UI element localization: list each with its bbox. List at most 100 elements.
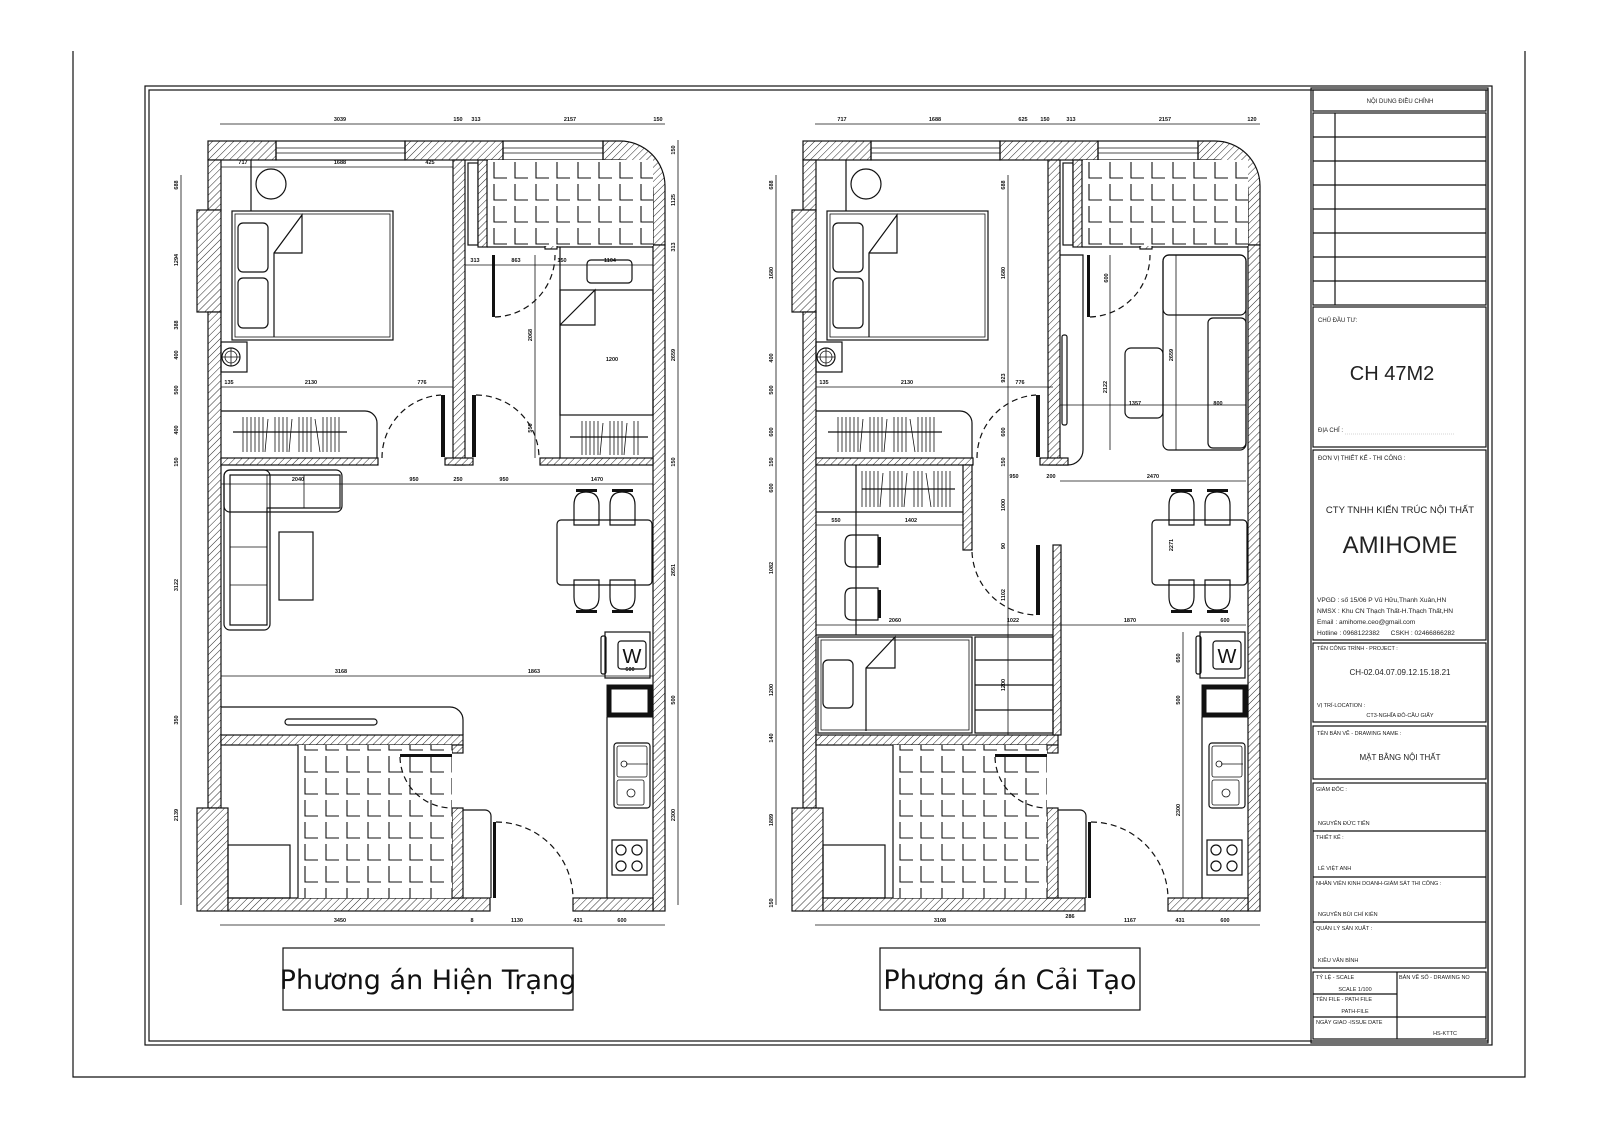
contact-address: VPGD : số 15/06 P Vũ Hữu,Thanh Xuân,HN bbox=[1317, 595, 1447, 604]
dimension-label: 1889 bbox=[769, 814, 775, 826]
shelving bbox=[974, 636, 1054, 734]
title-block: NỘI DUNG ĐIỀU CHỈNH CHỦ ĐẦU TƯ: CH 47M2 … bbox=[1310, 87, 1489, 1044]
bedroom-2-door[interactable] bbox=[472, 394, 540, 459]
dimension-label: 625 bbox=[1018, 117, 1027, 123]
dimension-label: 135 bbox=[224, 380, 233, 386]
new-bed bbox=[817, 635, 973, 734]
revision-table bbox=[1312, 112, 1487, 306]
dimension-label: 800 bbox=[1213, 401, 1222, 407]
balcony-door[interactable] bbox=[492, 254, 556, 318]
dimension-label: 2470 bbox=[1147, 474, 1159, 480]
appliance-label: W bbox=[1218, 646, 1237, 668]
dimension-label: 3450 bbox=[334, 918, 346, 924]
dimension-label: 135 bbox=[819, 380, 828, 386]
dimension-label: 150 bbox=[174, 457, 180, 466]
designer-role: THIẾT KẾ : bbox=[1316, 834, 1344, 841]
dimension-label: 1357 bbox=[1129, 401, 1141, 407]
dimension-label: 1102 bbox=[1001, 589, 1007, 601]
dimension-label: 1294 bbox=[174, 253, 180, 266]
dimension-label: 717 bbox=[837, 117, 846, 123]
balcony-door[interactable] bbox=[1087, 254, 1151, 318]
master-wardrobe bbox=[221, 410, 378, 458]
dimension-label: 550 bbox=[831, 518, 840, 524]
master-wardrobe bbox=[816, 410, 973, 458]
bedside-table bbox=[586, 259, 633, 284]
dimension-label: 500 bbox=[671, 695, 677, 704]
dimension-label: 1200 bbox=[606, 357, 618, 363]
plumbing-shaft-icon bbox=[815, 341, 843, 373]
windows bbox=[870, 140, 1199, 161]
dimension-label: 150 bbox=[453, 117, 462, 123]
caption-box: Phương án Cải Tạo bbox=[879, 947, 1141, 1011]
dimension-label: 150 bbox=[1001, 457, 1007, 466]
entrance-door[interactable] bbox=[1088, 821, 1169, 899]
dimension-label: 550 bbox=[528, 423, 534, 432]
dimension-label: 600 bbox=[1220, 618, 1229, 624]
living-sofa bbox=[1162, 254, 1247, 451]
bedroom-door[interactable] bbox=[381, 394, 445, 459]
shower-tray bbox=[822, 844, 886, 899]
contact-email: Email : amihome.ceo@gmail.com bbox=[1317, 619, 1416, 626]
dimension-label: 431 bbox=[573, 918, 582, 924]
plan-caption: Phương án Hiện Trạng bbox=[280, 965, 577, 996]
dimension-label: 1130 bbox=[511, 918, 523, 924]
dimension-label: 500 bbox=[769, 385, 775, 394]
sink-icon bbox=[613, 742, 651, 809]
dimension-label: 950 bbox=[499, 477, 508, 483]
bathroom-tiles bbox=[893, 745, 1047, 898]
path-value: PATH-FILE bbox=[1341, 1009, 1369, 1015]
oven-icon bbox=[606, 684, 653, 718]
plan-caption: Phương án Cải Tạo bbox=[883, 965, 1136, 996]
dimension-label: 140 bbox=[769, 733, 775, 742]
brand-logo-text: AMIHOME bbox=[1343, 532, 1458, 559]
dimension-label: 1870 bbox=[1124, 618, 1136, 624]
bedroom-door[interactable] bbox=[976, 394, 1040, 459]
dimension-label: 1688 bbox=[929, 117, 941, 123]
production-name: KIỀU VĂN BÌNH bbox=[1318, 957, 1358, 964]
bedroom-2 bbox=[444, 247, 654, 466]
balcony-tiles bbox=[1083, 160, 1248, 246]
dimension-label: 90 bbox=[1001, 543, 1007, 549]
interior-walls bbox=[220, 159, 653, 899]
dimension-label: 1680 bbox=[1001, 267, 1007, 279]
dimension-label: 776 bbox=[417, 380, 426, 386]
dimension-label: 1863 bbox=[528, 669, 540, 675]
director-name: NGUYỄN ĐỨC TIẾN bbox=[1318, 820, 1370, 827]
washing-machine-icon: W bbox=[1195, 631, 1246, 679]
study-door[interactable] bbox=[971, 545, 1040, 616]
dimension-label: 2060 bbox=[889, 618, 901, 624]
stove-icon bbox=[611, 839, 648, 876]
bathroom-door[interactable] bbox=[994, 754, 1048, 809]
production-role: QUẢN LÝ SẢN XUẤT : bbox=[1316, 925, 1373, 932]
dimension-label: 2130 bbox=[305, 380, 317, 386]
sheet-border bbox=[72, 51, 1526, 1078]
dimension-label: 1082 bbox=[769, 562, 775, 574]
dimension-label: 250 bbox=[453, 477, 462, 483]
dimension-label: 2139 bbox=[174, 809, 180, 821]
contact-hotline: Hotline : 0968122382 CSKH : 02466866282 bbox=[1317, 630, 1455, 637]
tv-console bbox=[221, 706, 464, 735]
shower-tray bbox=[227, 844, 291, 899]
drawing-name-value: MẶT BẰNG NỘI THẤT bbox=[1359, 752, 1440, 762]
plan-shell: W bbox=[196, 140, 666, 912]
dimension-label: 863 bbox=[511, 258, 520, 264]
location-label: VỊ TRÍ-LOCATION : bbox=[1317, 702, 1366, 709]
shoe-cabinet bbox=[1058, 809, 1087, 898]
dimension-label: 1022 bbox=[1007, 618, 1019, 624]
scale-value: SCALE 1/100 bbox=[1338, 987, 1371, 993]
dimension-label: 200 bbox=[1046, 474, 1055, 480]
floor-plan-renovated: W bbox=[769, 117, 1261, 1011]
dimension-label: 3108 bbox=[934, 918, 946, 924]
dimension-label: 350 bbox=[174, 715, 180, 724]
issue-date-label: NGÀY GIAO -ISSUE DATE bbox=[1316, 1019, 1383, 1026]
study-room bbox=[816, 464, 1040, 635]
dimension-label: 688 bbox=[1001, 180, 1007, 189]
oven-icon bbox=[1201, 684, 1248, 718]
sink-icon bbox=[1208, 742, 1246, 809]
project-value: CH-02.04.07.09.12.15.18.21 bbox=[1350, 668, 1452, 677]
entrance-door[interactable] bbox=[493, 821, 574, 899]
owner-value: CH 47M2 bbox=[1350, 363, 1434, 385]
bathroom-door[interactable] bbox=[399, 754, 453, 809]
